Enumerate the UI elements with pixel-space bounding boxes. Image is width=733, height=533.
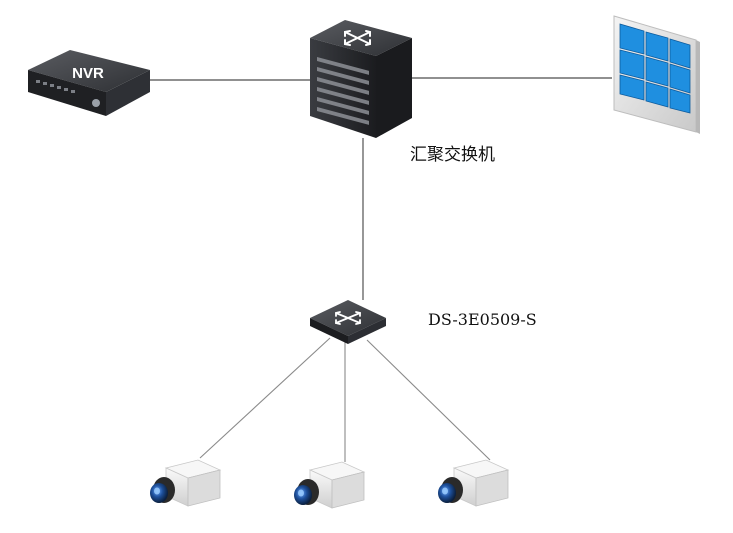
box-camera-icon[interactable] bbox=[438, 459, 510, 507]
aggregation-switch-label: 汇聚交换机 bbox=[410, 145, 495, 165]
box-camera-icon[interactable] bbox=[150, 459, 222, 507]
nvr-recorder-icon[interactable]: NVR bbox=[28, 50, 150, 116]
access-switch-icon[interactable] bbox=[310, 300, 386, 344]
box-camera-icon[interactable] bbox=[294, 461, 366, 509]
nvr-label: NVR bbox=[72, 65, 104, 82]
access-switch-label: DS-3E0509-S bbox=[428, 310, 537, 329]
link-access-camera-1 bbox=[199, 337, 331, 459]
video-wall-monitor-icon[interactable] bbox=[613, 15, 700, 134]
connection-lines bbox=[148, 77, 612, 462]
link-access-camera-3 bbox=[366, 339, 491, 461]
core-switch-icon[interactable] bbox=[310, 20, 412, 138]
